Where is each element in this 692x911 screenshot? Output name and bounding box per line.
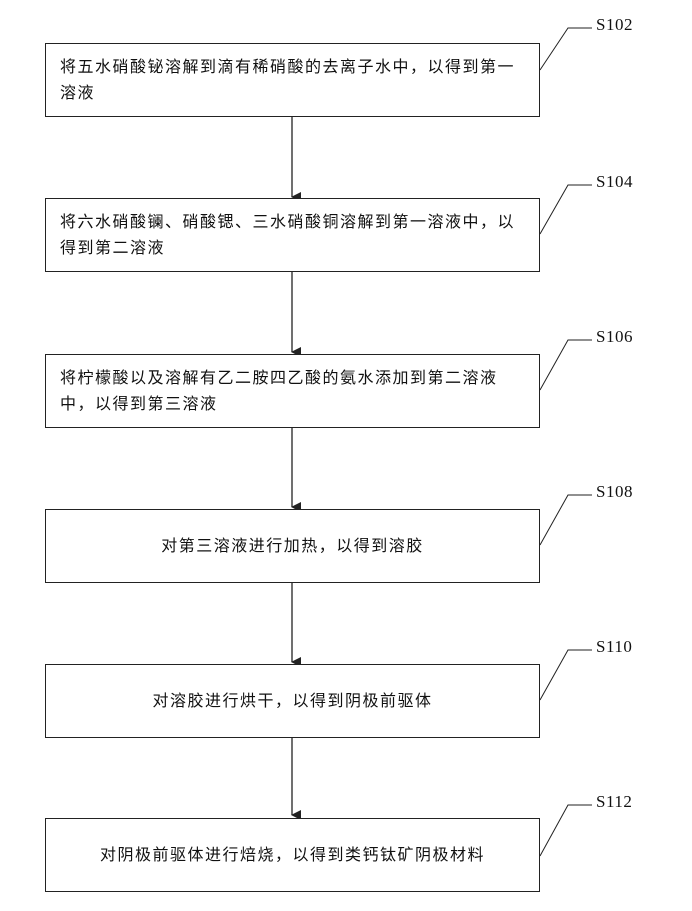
- leader-line-s112: [540, 805, 592, 856]
- step-text-s112: 对阴极前驱体进行焙烧，以得到类钙钛矿阴极材料: [60, 842, 525, 868]
- step-label-s104: S104: [596, 172, 633, 192]
- step-text-s102: 将五水硝酸铋溶解到滴有稀硝酸的去离子水中，以得到第一溶液: [60, 54, 525, 106]
- step-label-s102: S102: [596, 15, 633, 35]
- step-box-s108: 对第三溶液进行加热，以得到溶胶: [45, 509, 540, 583]
- leader-line-s106: [540, 340, 592, 390]
- step-box-s110: 对溶胶进行烘干，以得到阴极前驱体: [45, 664, 540, 738]
- leader-line-s102: [540, 28, 592, 70]
- step-label-s108: S108: [596, 482, 633, 502]
- step-box-s102: 将五水硝酸铋溶解到滴有稀硝酸的去离子水中，以得到第一溶液: [45, 43, 540, 117]
- step-label-s110: S110: [596, 637, 632, 657]
- step-box-s112: 对阴极前驱体进行焙烧，以得到类钙钛矿阴极材料: [45, 818, 540, 892]
- leader-line-s108: [540, 495, 592, 545]
- leader-line-s110: [540, 650, 592, 700]
- step-text-s108: 对第三溶液进行加热，以得到溶胶: [60, 533, 525, 559]
- step-box-s106: 将柠檬酸以及溶解有乙二胺四乙酸的氨水添加到第二溶液中，以得到第三溶液: [45, 354, 540, 428]
- step-label-s106: S106: [596, 327, 633, 347]
- step-box-s104: 将六水硝酸镧、硝酸锶、三水硝酸铜溶解到第一溶液中，以得到第二溶液: [45, 198, 540, 272]
- leader-line-s104: [540, 185, 592, 234]
- step-text-s106: 将柠檬酸以及溶解有乙二胺四乙酸的氨水添加到第二溶液中，以得到第三溶液: [60, 365, 525, 417]
- step-text-s104: 将六水硝酸镧、硝酸锶、三水硝酸铜溶解到第一溶液中，以得到第二溶液: [60, 209, 525, 261]
- step-label-s112: S112: [596, 792, 632, 812]
- step-text-s110: 对溶胶进行烘干，以得到阴极前驱体: [60, 688, 525, 714]
